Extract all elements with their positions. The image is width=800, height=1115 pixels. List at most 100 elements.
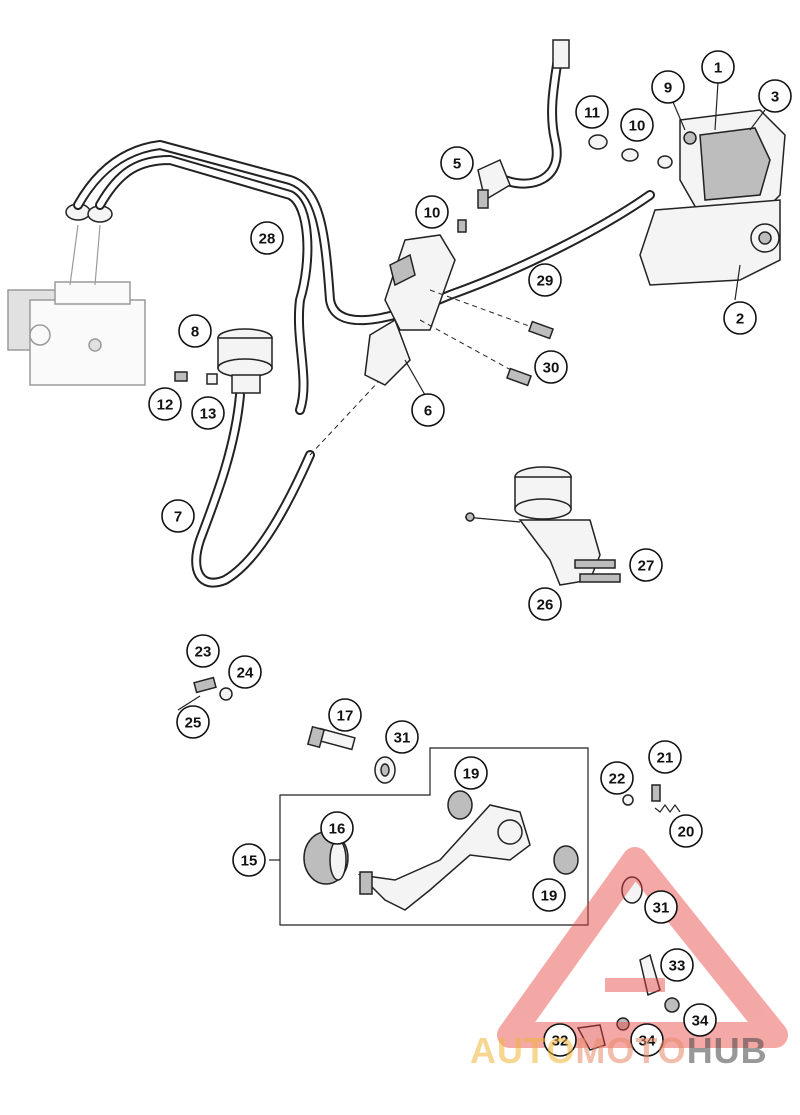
- callout-label: 6: [424, 403, 432, 420]
- callout-15: 15: [232, 843, 266, 877]
- callout-label: 19: [463, 766, 480, 783]
- callout-label: 9: [664, 80, 672, 97]
- callout-31: 31: [644, 890, 678, 924]
- callout-8: 8: [178, 314, 212, 348]
- hose-7: [191, 379, 381, 588]
- callout-circle: [644, 890, 678, 924]
- callout-19: 19: [532, 878, 566, 912]
- callout-6: 6: [411, 393, 445, 427]
- callout-circle: [630, 1023, 664, 1057]
- callout-circle: [648, 740, 682, 774]
- callout-28: 28: [250, 221, 284, 255]
- lower-bracket-set: [576, 876, 680, 1051]
- callout-circle: [415, 195, 449, 229]
- callout-circle: [186, 634, 220, 668]
- callout-circle: [385, 720, 419, 754]
- callout-label: 7: [174, 509, 182, 526]
- brake-line-28: [73, 140, 655, 415]
- callout-32: 32: [543, 1023, 577, 1057]
- callout-label: 30: [543, 360, 560, 377]
- callout-label: 22: [609, 771, 626, 788]
- callout-label: 33: [669, 958, 686, 975]
- brake-pedal-group-box: [279, 747, 589, 926]
- callout-13: 13: [191, 396, 225, 430]
- callout-label: 13: [200, 406, 217, 423]
- callout-label: 34: [639, 1033, 656, 1050]
- watermark-logo: AUTOMOTOHUB: [470, 1030, 790, 1080]
- abs-fittings: [65, 203, 113, 223]
- callout-34: 34: [630, 1023, 664, 1057]
- callout-label: 32: [552, 1033, 569, 1050]
- callout-9: 9: [651, 70, 685, 104]
- callout-label: 2: [736, 311, 744, 328]
- callout-5: 5: [440, 146, 474, 180]
- callout-19: 19: [454, 756, 488, 790]
- watermark-part3: HUB: [686, 1030, 768, 1071]
- callout-label: 29: [537, 273, 554, 290]
- callout-circle: [701, 50, 735, 84]
- callout-circle: [411, 393, 445, 427]
- callout-7: 7: [161, 499, 195, 533]
- reservoir-8: [174, 328, 273, 394]
- abs-unit: [7, 224, 146, 386]
- callout-23: 23: [186, 634, 220, 668]
- callout-circle: [534, 350, 568, 384]
- callout-label: 10: [629, 118, 646, 135]
- callout-label: 19: [541, 888, 558, 905]
- callout-circle: [232, 843, 266, 877]
- pin-washer-set: [177, 676, 233, 711]
- sensor-line-5: [477, 39, 570, 209]
- callout-circle: [328, 698, 362, 732]
- callout-22: 22: [600, 761, 634, 795]
- callout-label: 26: [537, 597, 554, 614]
- callout-circle: [528, 587, 562, 621]
- washer-31-upper: [374, 756, 396, 784]
- callout-20: 20: [669, 814, 703, 848]
- callout-label: 34: [692, 1013, 709, 1030]
- callout-21: 21: [648, 740, 682, 774]
- leader-lines: [269, 81, 766, 861]
- callout-circle: [575, 95, 609, 129]
- callout-label: 28: [259, 231, 276, 248]
- callout-25: 25: [176, 705, 210, 739]
- callout-24: 24: [228, 655, 262, 689]
- callout-circle: [528, 263, 562, 297]
- callout-12: 12: [148, 387, 182, 421]
- callout-33: 33: [660, 948, 694, 982]
- callout-circle: [683, 1003, 717, 1037]
- reservoir-bracket-assembly: [464, 466, 621, 586]
- callout-3: 3: [758, 79, 792, 113]
- callout-label: 20: [678, 824, 695, 841]
- callout-2: 2: [723, 301, 757, 335]
- callout-11: 11: [575, 95, 609, 129]
- callout-circle: [758, 79, 792, 113]
- callout-circle: [600, 761, 634, 795]
- brake-pedal: [303, 790, 579, 911]
- callout-label: 12: [157, 397, 174, 414]
- watermark-part1: AUTO: [470, 1030, 576, 1071]
- callout-circle: [669, 814, 703, 848]
- callout-label: 17: [337, 708, 354, 725]
- callout-circle: [543, 1023, 577, 1057]
- brake-caliper: [457, 109, 786, 286]
- callout-1: 1: [701, 50, 735, 84]
- callout-31: 31: [385, 720, 419, 754]
- callout-circle: [176, 705, 210, 739]
- callout-circle: [454, 756, 488, 790]
- callout-circle: [161, 499, 195, 533]
- callout-label: 5: [453, 156, 461, 173]
- callout-label: 1: [714, 60, 722, 77]
- callout-circle: [651, 70, 685, 104]
- callout-layer: 1235678910101112131516171919202122232425…: [148, 50, 792, 1057]
- callout-circle: [228, 655, 262, 689]
- callout-label: 25: [185, 715, 202, 732]
- callout-label: 23: [195, 644, 212, 661]
- callout-label: 31: [394, 730, 411, 747]
- callout-label: 24: [237, 665, 254, 682]
- callout-circle: [178, 314, 212, 348]
- callout-label: 27: [638, 558, 655, 575]
- callout-label: 10: [424, 205, 441, 222]
- callout-34: 34: [683, 1003, 717, 1037]
- callout-label: 3: [771, 89, 779, 106]
